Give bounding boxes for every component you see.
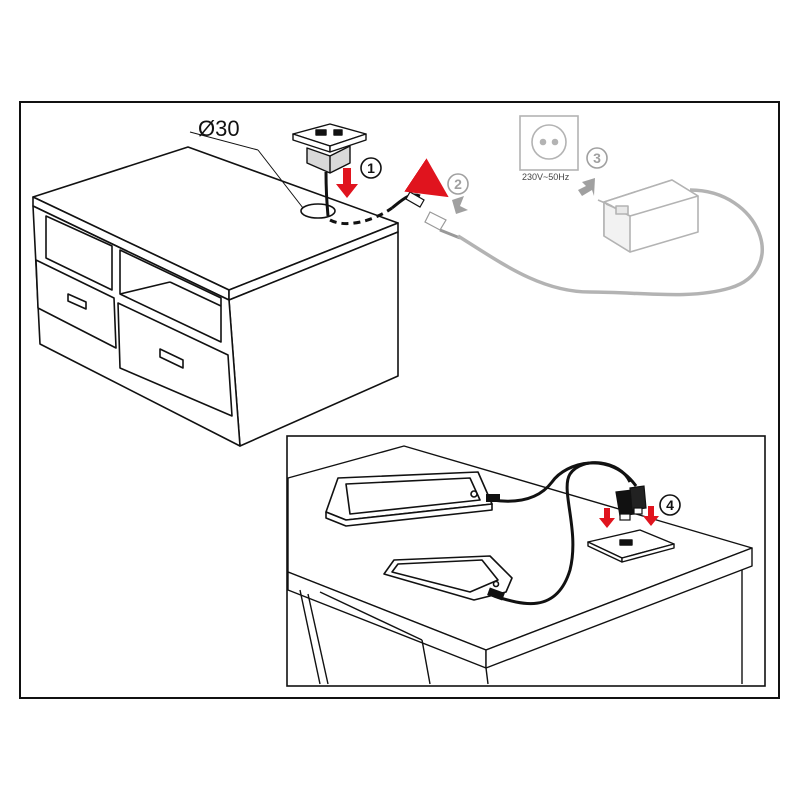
step-2-grey-arrow [452,196,468,214]
mounting-hole [300,203,336,219]
adapter-cable [457,188,764,297]
diameter-dimension [189,131,304,209]
step-2-number: 2 [454,176,462,192]
charging-cables [491,461,638,606]
step-3-arrow [578,178,595,196]
desk-usb-socket [587,529,675,563]
step-4-badge: 4 [659,494,681,516]
tablet-icon [325,471,493,527]
usb-plug-tablet [486,494,500,502]
step-4-arrow-right [643,506,659,526]
step-3-number: 3 [593,150,601,166]
voltage-label: 230V~50Hz [522,172,570,182]
step-4-number: 4 [666,497,674,513]
step-1-number: 1 [367,160,375,176]
usb-plug-icon [487,587,505,601]
smartphone-icon [383,555,513,601]
step-1-arrow [336,168,358,198]
power-adapter-icon [597,179,699,253]
wall-socket-icon [519,115,579,171]
step-2-red-arrow [404,158,449,198]
usb-socket-icon [292,123,367,174]
dual-usb-plug [615,485,647,521]
step-4-arrow-left [599,508,615,528]
cabinet [32,146,399,447]
step-3-badge: 3 [586,147,608,169]
step-2-badge: 2 [447,173,469,195]
diameter-label: Ø30 [198,116,240,141]
step-1-badge: 1 [360,157,382,179]
